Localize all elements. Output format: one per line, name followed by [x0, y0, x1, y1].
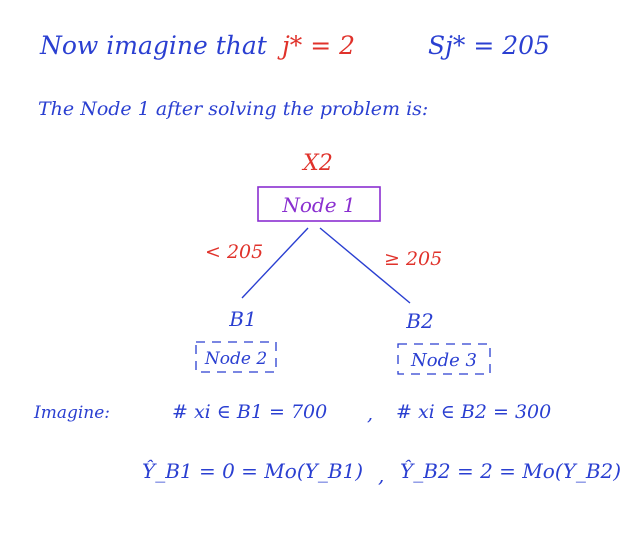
left-child-node-box	[195, 341, 277, 373]
split-variable-label: X2	[301, 151, 333, 176]
left-child-node-label: Node 2	[204, 349, 267, 369]
right-edge-label: ≥ 205	[384, 248, 442, 270]
count-b1: # xi ∈ B1 = 700	[172, 401, 327, 423]
prediction-b1: Ŷ_B1 = 0 = Mo(Y_B1)	[142, 459, 363, 483]
left-edge-label: < 205	[205, 241, 263, 263]
imagine-label: Imagine:	[33, 403, 110, 423]
count-b2: # xi ∈ B2 = 300	[396, 401, 551, 423]
right-child-node-label: Node 3	[410, 350, 477, 371]
count-separator: ,	[367, 403, 373, 425]
node-description: The Node 1 after solving the problem is:	[38, 98, 428, 120]
prediction-b2: Ŷ_B2 = 2 = Mo(Y_B2)	[400, 459, 621, 483]
left-region-label: B1	[228, 307, 256, 331]
intro-text: Now imagine that	[39, 31, 268, 60]
right-child-node-box	[397, 343, 491, 375]
prediction-separator: ,	[378, 463, 384, 487]
right-branch-line	[319, 227, 411, 304]
right-region-label: B2	[405, 309, 433, 333]
root-node-label: Node 1	[281, 193, 355, 217]
root-node-box	[257, 186, 381, 222]
s-j-star-equation: Sj* = 205	[428, 31, 550, 60]
j-star-equation: j* = 2	[277, 31, 355, 60]
left-branch-line	[241, 227, 309, 299]
